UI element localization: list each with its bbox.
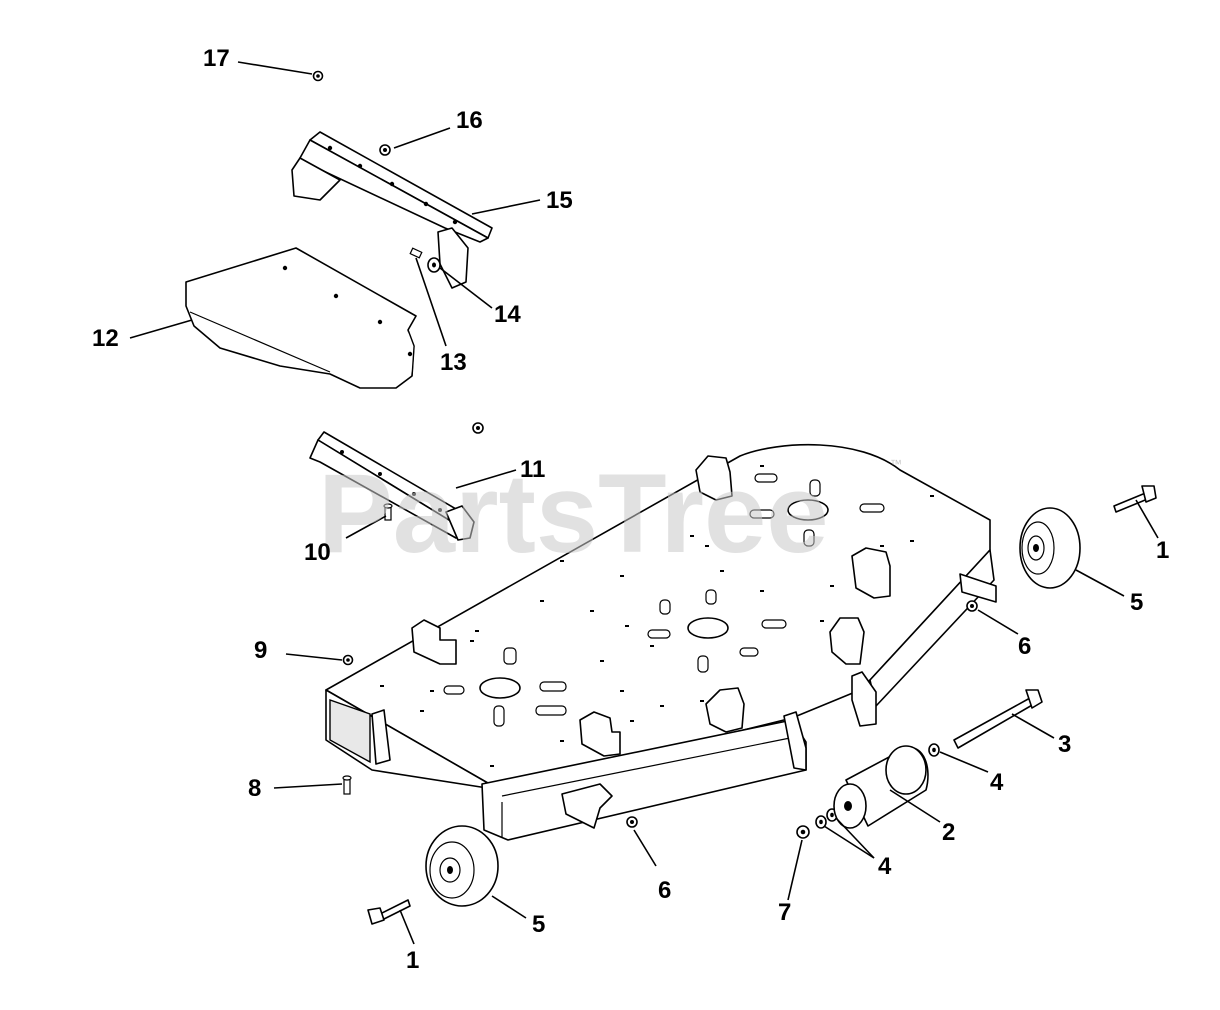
- part-14-washer[interactable]: [427, 257, 441, 273]
- part-5-wheel-left[interactable]: [425, 825, 499, 907]
- mower-deck[interactable]: [325, 443, 997, 841]
- callout-16: 16: [456, 107, 483, 134]
- callout-5-right: 5: [1130, 589, 1143, 616]
- part-8-bolt[interactable]: [342, 775, 352, 795]
- part-10-bolt[interactable]: [383, 503, 393, 521]
- callout-5-left: 5: [532, 911, 545, 938]
- part-13-bolt[interactable]: [409, 247, 423, 259]
- callout-labels: 17 16 15 14 13 12 11 10 9 8 7 6 6 5 5 4 …: [92, 45, 1169, 974]
- part-16-nut[interactable]: [379, 144, 391, 156]
- part-11-bracket[interactable]: [309, 431, 475, 541]
- callout-9: 9: [254, 637, 267, 664]
- part-12-deflector[interactable]: [185, 247, 417, 389]
- watermark: PartsTree ™: [318, 451, 902, 576]
- part-5-wheel-right[interactable]: [1019, 507, 1081, 589]
- part-17-nut[interactable]: [312, 70, 324, 82]
- part-2-roller[interactable]: [833, 745, 929, 829]
- callout-8: 8: [248, 775, 261, 802]
- callout-1-left: 1: [406, 947, 419, 974]
- watermark-text: PartsTree: [318, 451, 829, 576]
- callout-15: 15: [546, 187, 573, 214]
- part-1-bolt-left[interactable]: [367, 899, 411, 925]
- callout-12: 12: [92, 325, 119, 352]
- part-1-bolt-right[interactable]: [1113, 485, 1157, 513]
- part-3-axle-bolt[interactable]: [953, 689, 1043, 749]
- callout-2: 2: [942, 819, 955, 846]
- callout-6-front: 6: [658, 877, 671, 904]
- callout-7: 7: [778, 899, 791, 926]
- callout-13: 13: [440, 349, 467, 376]
- leader-lines: [129, 61, 1159, 945]
- part-15-bracket[interactable]: [291, 131, 493, 289]
- part-11-nut[interactable]: [472, 422, 484, 434]
- part-6-nut-front[interactable]: [626, 816, 638, 828]
- callout-11: 11: [520, 456, 545, 483]
- callout-14: 14: [494, 301, 521, 328]
- part-6-nut-right[interactable]: [966, 600, 978, 612]
- callout-4-lower: 4: [878, 853, 892, 880]
- callout-3: 3: [1058, 731, 1071, 758]
- callout-6-right: 6: [1018, 633, 1031, 660]
- callout-4-upper: 4: [990, 769, 1004, 796]
- callout-1-right: 1: [1156, 537, 1169, 564]
- part-7-nut[interactable]: [796, 825, 810, 839]
- part-9-nut[interactable]: [342, 654, 354, 666]
- callout-10: 10: [304, 539, 331, 566]
- watermark-trademark: ™: [890, 457, 902, 471]
- callout-17: 17: [203, 45, 230, 72]
